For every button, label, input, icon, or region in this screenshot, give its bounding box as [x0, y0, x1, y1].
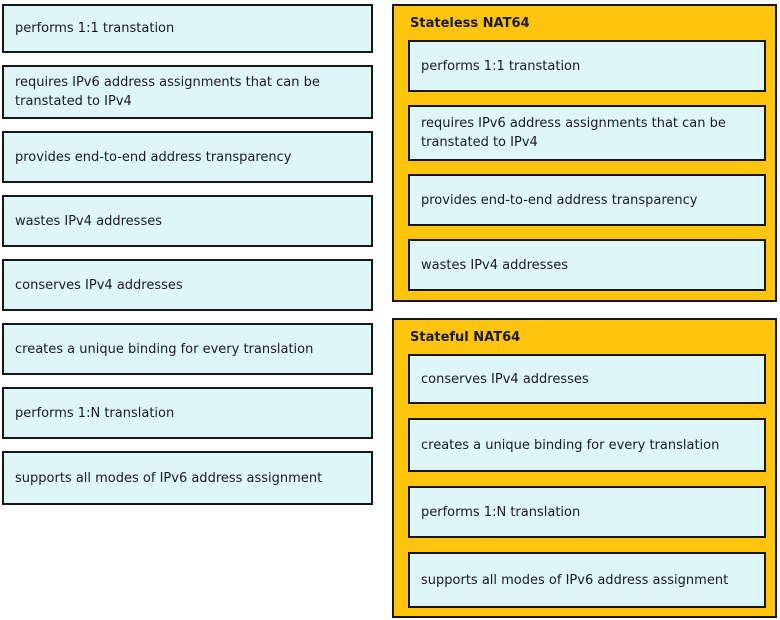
drag-option-unique-binding[interactable]: creates a unique binding for every trans…	[2, 323, 373, 375]
drag-option-supports-all-ipv6-modes[interactable]: supports all modes of IPv6 address assig…	[2, 451, 373, 505]
dropped-item-performs-1-1-transtation[interactable]: performs 1:1 transtation	[408, 40, 766, 92]
dropped-item-label: requires IPv6 address assignments that c…	[421, 116, 726, 150]
dropped-item-label: wastes IPv4 addresses	[421, 257, 568, 273]
drag-option-label: conserves IPv4 addresses	[15, 277, 183, 293]
drag-option-conserves-ipv4[interactable]: conserves IPv4 addresses	[2, 259, 373, 311]
drag-option-label: requires IPv6 address assignments that c…	[15, 75, 320, 109]
dropped-item-wastes-ipv4[interactable]: wastes IPv4 addresses	[408, 239, 766, 291]
dropped-item-requires-ipv6-assignments[interactable]: requires IPv6 address assignments that c…	[408, 105, 766, 161]
drag-option-label: provides end-to-end address transparency	[15, 149, 292, 165]
drag-option-label: performs 1:N translation	[15, 405, 175, 421]
dropzone-stateless-nat64[interactable]: Stateless NAT64 performs 1:1 transtation…	[392, 4, 777, 302]
drag-option-performs-1-n-translation[interactable]: performs 1:N translation	[2, 387, 373, 439]
dropped-item-label: provides end-to-end address transparency	[421, 192, 698, 208]
drag-option-label: wastes IPv4 addresses	[15, 213, 162, 229]
dropzone-stateful-title: Stateful NAT64	[410, 330, 521, 345]
dropzone-stateless-title: Stateless NAT64	[410, 16, 530, 31]
drag-option-end-to-end-transparency[interactable]: provides end-to-end address transparency	[2, 131, 373, 183]
dropped-item-unique-binding[interactable]: creates a unique binding for every trans…	[408, 418, 766, 472]
dropped-item-label: supports all modes of IPv6 address assig…	[421, 572, 729, 588]
dropped-item-performs-1-n-translation[interactable]: performs 1:N translation	[408, 486, 766, 538]
dropzone-stateless-items: performs 1:1 transtation requires IPv6 a…	[408, 40, 766, 291]
drag-option-label: creates a unique binding for every trans…	[15, 341, 314, 357]
source-options-column: performs 1:1 transtation requires IPv6 a…	[2, 4, 373, 505]
dropped-item-label: creates a unique binding for every trans…	[421, 437, 720, 453]
drag-option-wastes-ipv4[interactable]: wastes IPv4 addresses	[2, 195, 373, 247]
drag-option-label: supports all modes of IPv6 address assig…	[15, 470, 323, 486]
dropzone-stateful-items: conserves IPv4 addresses creates a uniqu…	[408, 354, 766, 608]
dropped-item-label: performs 1:1 transtation	[421, 58, 581, 74]
dropzone-stateful-nat64[interactable]: Stateful NAT64 conserves IPv4 addresses …	[392, 318, 777, 618]
dropped-item-supports-all-ipv6-modes[interactable]: supports all modes of IPv6 address assig…	[408, 552, 766, 608]
drag-option-requires-ipv6-assignments[interactable]: requires IPv6 address assignments that c…	[2, 65, 373, 119]
drag-option-performs-1-1-transtation[interactable]: performs 1:1 transtation	[2, 4, 373, 53]
dropped-item-conserves-ipv4[interactable]: conserves IPv4 addresses	[408, 354, 766, 404]
dropped-item-end-to-end-transparency[interactable]: provides end-to-end address transparency	[408, 174, 766, 226]
dropped-item-label: performs 1:N translation	[421, 504, 581, 520]
drag-option-label: performs 1:1 transtation	[15, 21, 175, 36]
dropped-item-label: conserves IPv4 addresses	[421, 371, 589, 387]
